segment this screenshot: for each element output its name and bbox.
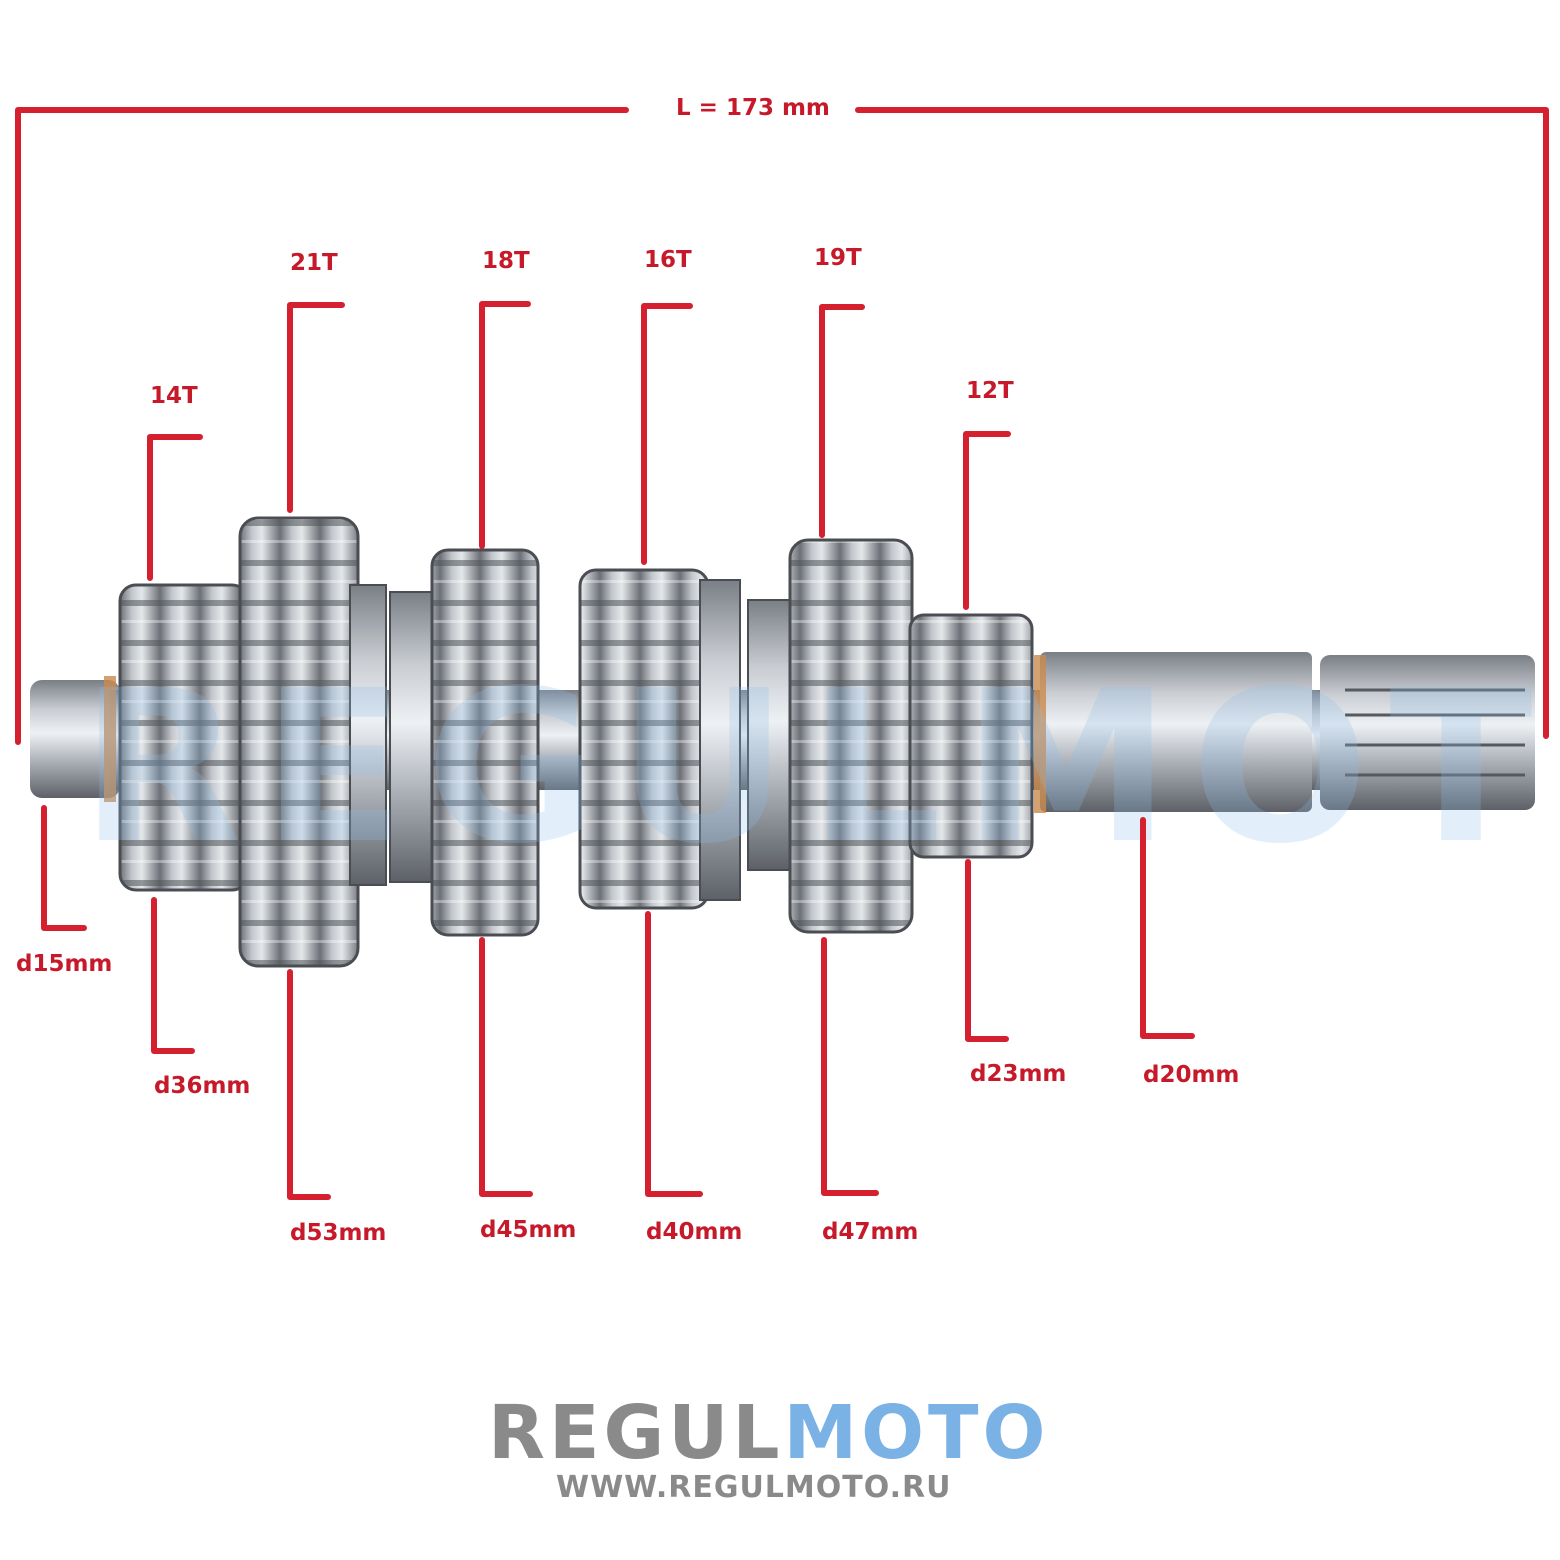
gear-12t [908,613,1034,859]
diameter-label-d45: d45mm [480,1217,577,1243]
diameter-label-d20: d20mm [1143,1062,1240,1088]
gear-21t [238,516,387,968]
shaft-section [1040,652,1312,812]
leader-d45 [479,937,533,1197]
teeth-label-14t: 14T [150,383,198,409]
diameter-label-d36: d36mm [154,1073,251,1099]
diameter-label-d53: d53mm [290,1220,387,1246]
leader-d36 [151,897,195,1054]
leader-d47 [821,937,879,1196]
background-watermark: REGULMOTO [80,645,1560,890]
leader-d15 [41,805,87,931]
leader-d23 [965,859,1009,1042]
splined-end [1320,655,1535,810]
leader-d20 [1140,817,1195,1039]
website-url: WWW.REGULMOTO.RU [556,1470,952,1505]
leader-19t [819,304,865,538]
gear-18t [389,548,540,937]
dimension-lines [15,107,1549,1200]
leader-d40 [645,911,703,1197]
diameter-label-d23: d23mm [970,1061,1067,1087]
leader-21t [287,302,345,513]
teeth-label-19t: 19T [814,245,862,271]
diameter-label-d47: d47mm [822,1219,919,1245]
brand-logo-part2: MOTO [783,1390,1050,1476]
length-bracket-right [855,107,1549,739]
leader-18t [479,301,531,549]
spline-grooves [1345,688,1525,777]
brand-logo-part1: REGUL [488,1390,784,1476]
teeth-label-16t: 16T [644,247,692,273]
teeth-label-18t: 18T [482,248,530,274]
teeth-label-21t: 21T [290,250,338,276]
diameter-label-d40: d40mm [646,1219,743,1245]
bronze-ring-right [1034,655,1046,813]
shaft-left-end [30,680,120,798]
leader-16t [641,303,693,565]
teeth-label-12t: 12T [966,378,1014,404]
overall-length-label: L = 173 mm [676,95,830,121]
length-bracket-left [15,107,629,745]
leader-14t [147,434,203,581]
brand-logo: REGULMOTO [488,1396,1088,1470]
gear-16t [578,568,741,910]
leader-d53 [287,969,331,1200]
bronze-ring-left [104,676,116,802]
diameter-label-d15: d15mm [16,951,113,977]
leader-12t [963,431,1011,610]
